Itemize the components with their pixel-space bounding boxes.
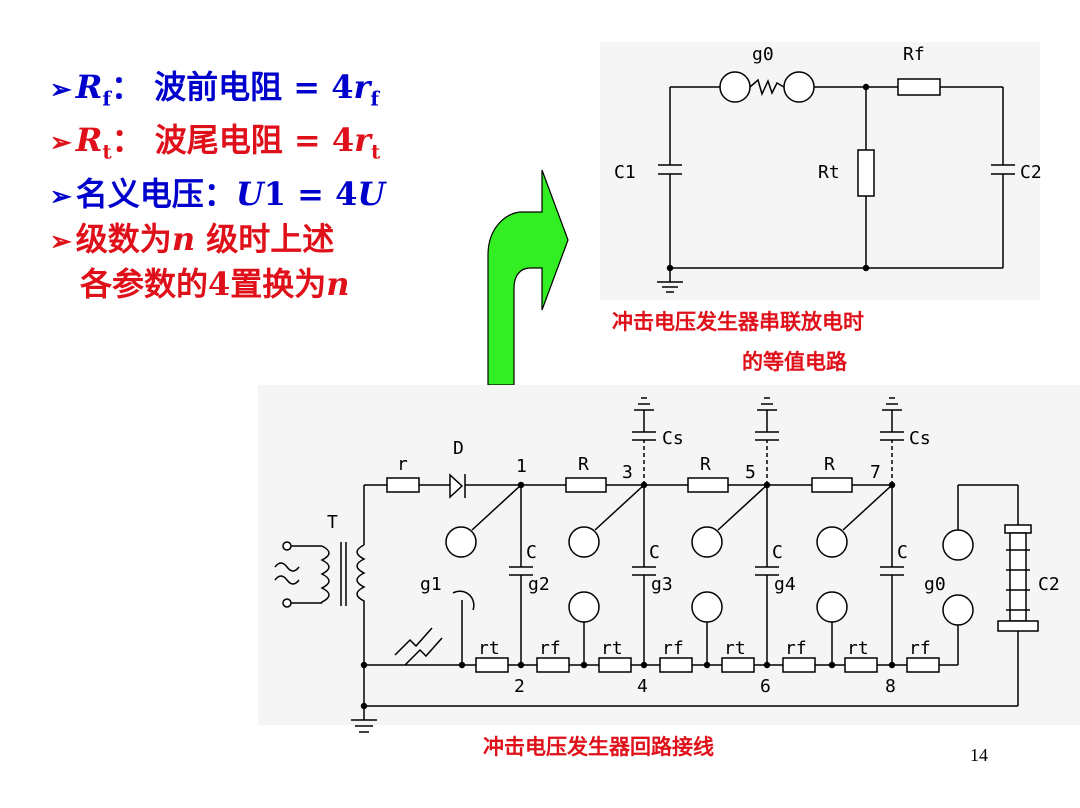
symbol-R: R (75, 68, 103, 106)
label-g0-lower: g0 (924, 574, 946, 595)
upper-caption-line2: 的等值电路 (742, 350, 847, 374)
label-g2: g2 (528, 574, 550, 595)
label-d: D (453, 438, 464, 459)
subscript: f (102, 86, 111, 111)
label-big-r-3: R (824, 454, 835, 475)
label-cs-1: Cs (662, 428, 684, 449)
formula-text: 1 = 4 (263, 174, 358, 213)
label-g3: g3 (651, 574, 673, 595)
label-g0-upper: g0 (752, 44, 774, 65)
label-c1: C1 (614, 162, 636, 183)
bullet-text: 名义电压： (75, 174, 236, 213)
upper-caption-line1: 冲击电压发生器串联放电时 (612, 310, 864, 334)
bullet-arrow-icon: ➢ (50, 181, 72, 212)
symbol-r: r (354, 121, 372, 160)
label-r: r (397, 454, 408, 475)
label-big-r-2: R (700, 454, 711, 475)
symbol-U: U (235, 174, 264, 213)
bullet-arrow-icon: ➢ (50, 226, 72, 257)
node-1: 1 (516, 456, 527, 477)
bullet-arrow-icon: ➢ (50, 128, 72, 159)
bullet-text: 级时上述 (195, 219, 335, 258)
bullet-text: 级数为 (75, 219, 172, 258)
bullet-rf: ➢Rf： 波前电阻 = 4rf (50, 66, 385, 119)
label-cs-2: Cs (909, 428, 931, 449)
node-5: 5 (745, 462, 756, 483)
bullet-arrow-icon: ➢ (50, 75, 72, 105)
label-t: T (327, 512, 338, 533)
label-rt-3: rt (724, 638, 746, 659)
node-4: 4 (637, 676, 648, 697)
curved-arrow-icon (487, 169, 569, 386)
bullet-text: ： 波前电阻 = 4 (111, 68, 354, 106)
symbol-U: U (357, 174, 386, 213)
subscript: t (102, 139, 112, 164)
symbol-n: n (171, 219, 196, 258)
bullet-text: 各参数的4置换为 (80, 264, 327, 303)
symbol-R: R (75, 121, 103, 160)
label-rt-upper: Rt (818, 162, 840, 183)
label-rf-2: rf (662, 638, 684, 659)
label-rt-2: rt (601, 638, 623, 659)
label-rf-4: rf (909, 638, 931, 659)
bullet-stages-cont: 各参数的4置换为n (50, 263, 385, 305)
lower-caption: 冲击电压发生器回路接线 (483, 735, 714, 759)
label-c-3: C (772, 542, 783, 563)
symbol-n: n (326, 264, 350, 303)
lower-generator-circuit (258, 385, 1080, 733)
symbol-r: r (353, 68, 371, 106)
node-3: 3 (622, 462, 633, 483)
label-c-2: C (649, 542, 660, 563)
label-rf-3: rf (785, 638, 807, 659)
bullet-list: ➢Rf： 波前电阻 = 4rf ➢Rt： 波尾电阻 = 4rt ➢名义电压：U1… (50, 66, 385, 305)
bullet-text: ： 波尾电阻 = 4 (111, 121, 355, 160)
label-c-4: C (897, 542, 908, 563)
node-7: 7 (870, 462, 881, 483)
subscript: f (370, 86, 379, 111)
label-c-1: C (526, 542, 537, 563)
label-g1: g1 (420, 574, 442, 595)
subscript: t (371, 139, 381, 164)
label-rf-upper: Rf (903, 44, 925, 65)
node-8: 8 (885, 676, 896, 697)
label-rt-4: rt (847, 638, 869, 659)
bullet-rt: ➢Rt： 波尾电阻 = 4rt (50, 119, 385, 172)
label-rf-1: rf (539, 638, 561, 659)
bullet-voltage: ➢名义电压：U1 = 4U (50, 173, 385, 218)
label-c2-lower: C2 (1038, 574, 1060, 595)
node-6: 6 (760, 676, 771, 697)
label-big-r-1: R (578, 454, 589, 475)
bullet-stages: ➢级数为n 级时上述 (50, 218, 385, 263)
upper-equivalent-circuit (600, 42, 1040, 300)
page-number: 14 (970, 745, 988, 765)
node-2: 2 (514, 676, 525, 697)
label-c2-upper: C2 (1020, 162, 1042, 183)
label-g4: g4 (774, 574, 796, 595)
label-rt-1: rt (478, 638, 500, 659)
